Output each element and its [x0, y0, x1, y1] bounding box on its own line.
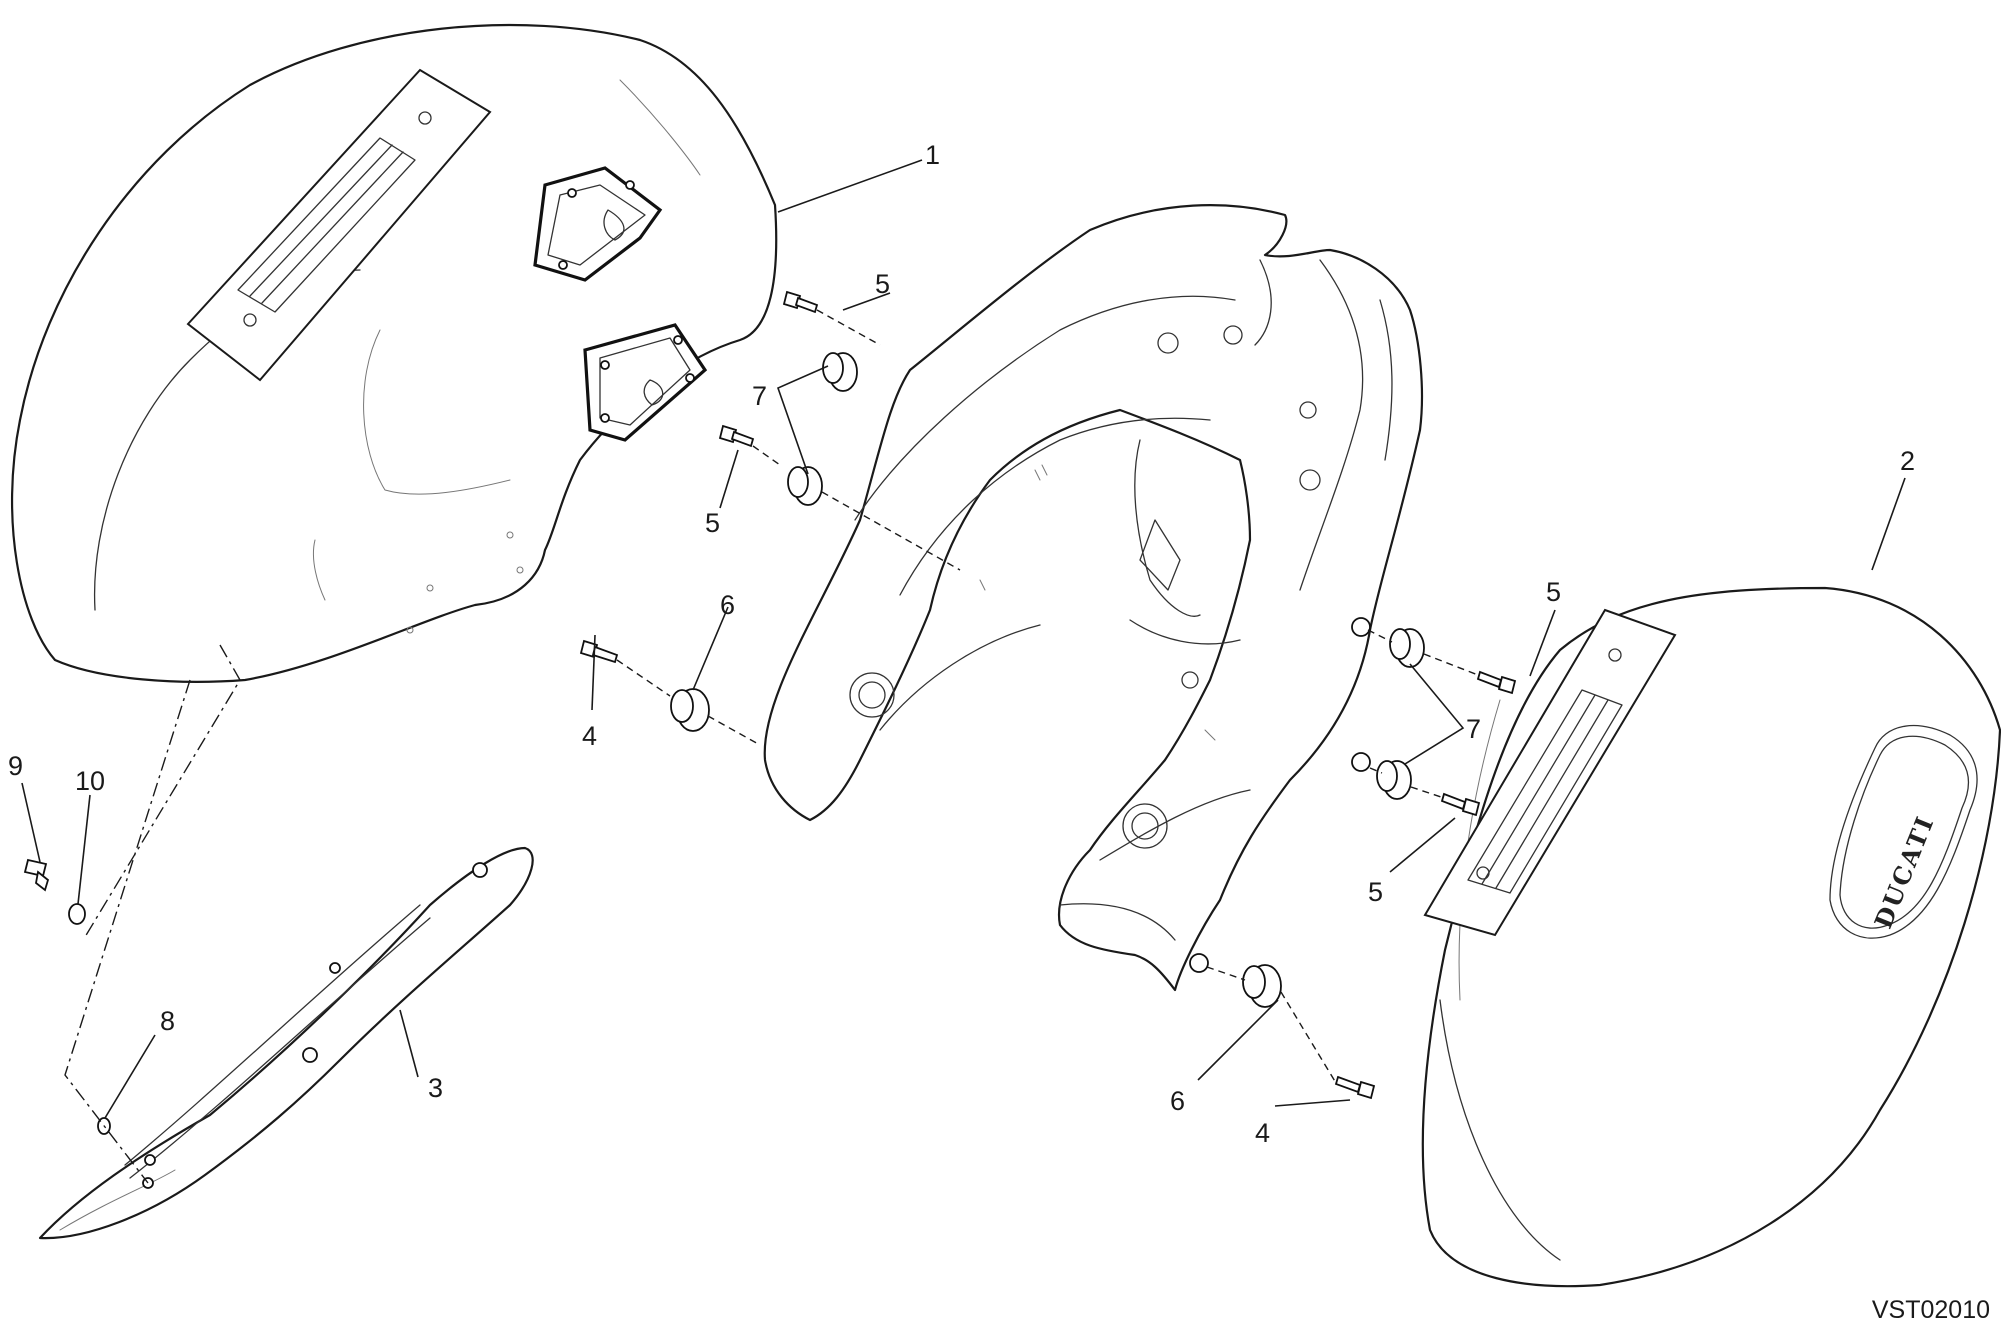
screw-5-lower-left [718, 424, 755, 448]
callout-6-right: 6 [1170, 1086, 1185, 1116]
screw-5-upper-right [1476, 670, 1517, 695]
callout-10: 10 [75, 766, 105, 796]
grommet-7-lower-left [787, 466, 823, 506]
spacer-6-left [670, 688, 710, 732]
right-pannier: DUCATI [1421, 586, 2001, 1288]
washer-10 [68, 903, 86, 925]
callout-3: 3 [428, 1073, 443, 1103]
grommet-7-upper-left [822, 352, 858, 392]
callout-4-left: 4 [582, 721, 597, 751]
drawing-reference-code: VST02010 [1872, 1296, 1990, 1324]
callout-7-right: 7 [1466, 714, 1481, 744]
callout-1: 1 [925, 140, 940, 170]
screw-4-left [579, 639, 619, 664]
callout-9: 9 [8, 751, 23, 781]
callout-8: 8 [160, 1006, 175, 1036]
assembly-lines [64, 309, 1479, 1184]
grommet-7-upper-right [1389, 628, 1425, 668]
bottom-cover [38, 846, 534, 1240]
callout-4-right: 4 [1255, 1118, 1270, 1148]
subframe [763, 204, 1424, 992]
screw-9 [23, 858, 50, 892]
callout-2: 2 [1900, 446, 1915, 476]
screw-4-right [1334, 1075, 1376, 1100]
callout-5-upper-left: 5 [875, 269, 890, 299]
callouts: 1 2 3 4 4 5 5 5 5 6 6 7 7 8 9 10 [8, 140, 1915, 1148]
callout-5-lower-right: 5 [1368, 877, 1383, 907]
grommet-7-lower-right [1376, 760, 1412, 800]
screw-5-lower-right [1440, 792, 1481, 817]
callout-6-left: 6 [720, 590, 735, 620]
spacer-6-right [1242, 964, 1282, 1008]
callout-5-lower-left: 5 [705, 508, 720, 538]
screw-5-upper-left [782, 290, 819, 314]
callout-7-left: 7 [752, 381, 767, 411]
left-pannier [10, 23, 778, 683]
leader-lines [21, 159, 1906, 1119]
hardware [23, 290, 1517, 1135]
callout-5-upper-right: 5 [1546, 577, 1561, 607]
